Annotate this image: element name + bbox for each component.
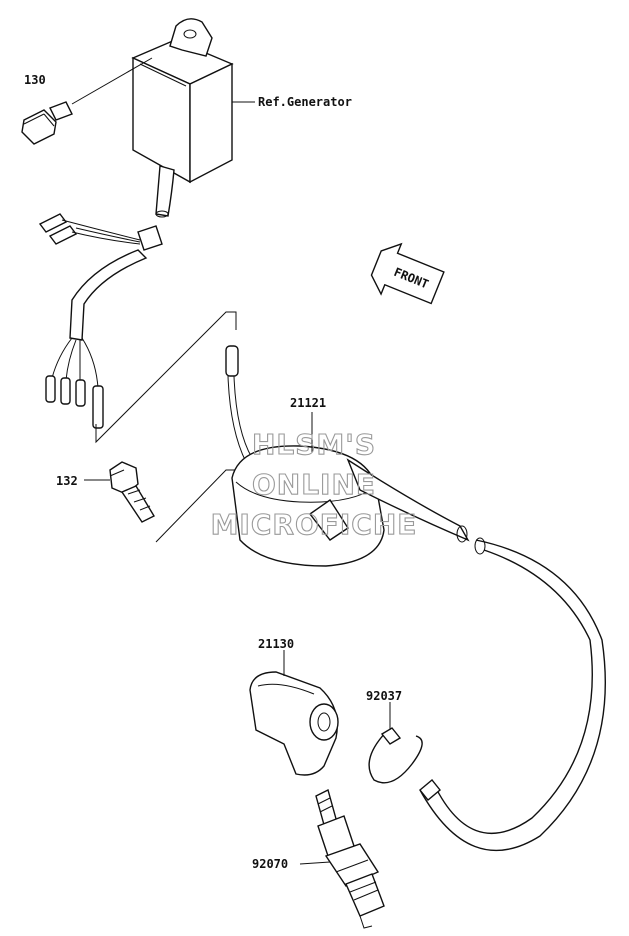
label-130: 130 bbox=[24, 73, 46, 87]
watermark: HLSM'S ONLINE MICROFICHE bbox=[210, 427, 418, 541]
bolt-130 bbox=[21, 101, 73, 145]
cable-clamp bbox=[368, 727, 423, 784]
label-21130: 21130 bbox=[258, 637, 294, 651]
label-21121: 21121 bbox=[290, 396, 326, 410]
watermark-line3: MICROFICHE bbox=[211, 508, 418, 541]
label-92070: 92070 bbox=[252, 857, 288, 871]
cdi-unit bbox=[131, 18, 234, 218]
wire-harness bbox=[38, 213, 163, 429]
ignition-coil bbox=[225, 345, 470, 567]
watermark-line1: HLSM'S bbox=[252, 428, 376, 461]
label-92037: 92037 bbox=[366, 689, 402, 703]
front-direction-arrow: FRONT bbox=[370, 242, 445, 305]
high-tension-cable bbox=[419, 537, 606, 852]
spark-plug bbox=[315, 788, 385, 929]
label-ref-generator: Ref.Generator bbox=[258, 95, 352, 109]
label-132: 132 bbox=[56, 474, 78, 488]
watermark-line2: ONLINE bbox=[252, 468, 376, 501]
plug-cap bbox=[249, 671, 339, 776]
bolt-132 bbox=[109, 461, 155, 523]
